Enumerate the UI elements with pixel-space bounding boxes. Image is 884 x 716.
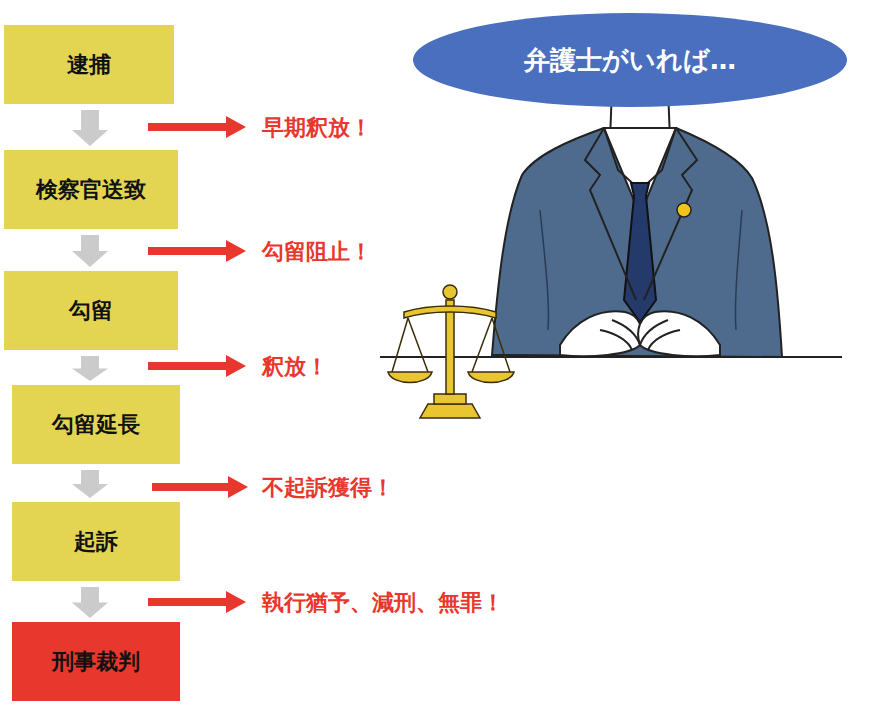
process-box: 刑事裁判 [12,622,180,701]
outcome-label: 釈放！ [262,352,328,382]
outcome-label: 執行猶予、減刑、無罪！ [262,588,504,618]
flow-arrow [72,110,108,146]
speech-oval: 弁護士がいれば… [412,12,848,108]
lawyer-badge [677,203,691,217]
flow-arrow [72,356,108,381]
node-text: 起訴 [74,527,118,557]
flow-arrow [72,235,108,267]
outcome-label: 不起訴獲得！ [262,473,394,503]
outcome-label: 勾留阻止！ [262,237,372,267]
flow-arrow [72,587,108,618]
outcome-label: 早期釈放！ [262,113,372,143]
suit [492,128,782,357]
tie [624,183,656,322]
process-box: 起訴 [12,502,180,581]
node-text: 検察官送致 [36,175,146,205]
node-text: 弁護士がいれば… [524,43,736,78]
node-text: 勾留延長 [52,410,140,440]
scales-of-justice [388,285,514,418]
process-box: 逮捕 [4,25,174,104]
node-text: 逮捕 [67,50,111,80]
node-text: 勾留 [69,296,113,326]
process-box: 勾留 [4,271,178,350]
process-box: 検察官送致 [4,150,178,229]
clasped-hands [560,311,720,356]
flow-arrow [72,470,108,498]
node-text: 刑事裁判 [52,647,140,677]
process-box: 勾留延長 [12,385,180,464]
